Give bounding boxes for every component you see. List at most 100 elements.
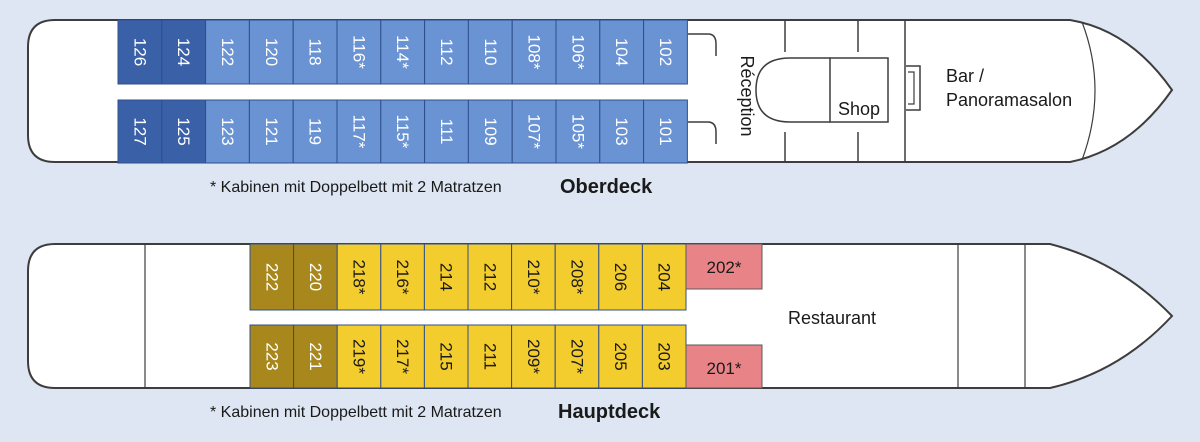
cabin-120[interactable]	[248, 19, 294, 85]
cabin-103[interactable]	[599, 99, 645, 164]
cabin-115[interactable]	[380, 99, 426, 164]
shop-label: Shop	[838, 99, 880, 119]
cabin-215-label: 215	[437, 342, 456, 370]
cabin-101[interactable]	[643, 99, 688, 164]
cabin-208[interactable]	[554, 243, 600, 311]
cabin-103-label: 103	[612, 117, 631, 145]
cabin-206[interactable]	[598, 243, 643, 311]
cabin-201-label: 201*	[707, 359, 742, 378]
cabin-124[interactable]	[161, 19, 207, 85]
cabin-205[interactable]	[598, 324, 643, 389]
cabin-112-label: 112	[437, 38, 456, 65]
oberdeck-note: * Kabinen mit Doppelbett mit 2 Matratzen	[210, 179, 502, 196]
cabin-210[interactable]	[511, 243, 556, 311]
cabin-123[interactable]	[205, 99, 250, 164]
cabin-215[interactable]	[423, 324, 469, 389]
cabin-118-label: 118	[306, 38, 325, 65]
cabin-203-label: 203	[655, 342, 674, 370]
cabin-117[interactable]	[336, 99, 382, 164]
cabin-223[interactable]	[249, 324, 295, 389]
cabin-119[interactable]	[292, 99, 338, 164]
cabin-105-label: 105*	[568, 114, 587, 149]
cabin-102-label: 102	[656, 38, 675, 66]
lobby-outline	[755, 57, 830, 123]
cabin-104-label: 104	[612, 38, 631, 66]
cabin-203[interactable]	[641, 324, 687, 389]
bar-label-line2: Panoramasalon	[946, 90, 1072, 110]
reception-divider-bottom	[688, 121, 717, 144]
cabin-202[interactable]	[685, 243, 763, 290]
cabin-209-label: 209*	[524, 339, 543, 374]
shop-box	[829, 57, 889, 123]
cabin-108[interactable]	[511, 19, 557, 85]
cabin-112[interactable]	[424, 19, 469, 85]
cabin-109-label: 109	[481, 117, 500, 145]
bar-counter-inner	[908, 71, 915, 105]
cabin-217-label: 217*	[393, 339, 412, 374]
cabin-127[interactable]	[117, 99, 163, 164]
hauptdeck-title: Hauptdeck	[558, 401, 661, 423]
cabin-204-label: 204	[655, 263, 674, 291]
cabin-122-label: 122	[218, 38, 237, 66]
cabin-217[interactable]	[380, 324, 425, 389]
cabin-107[interactable]	[511, 99, 557, 164]
cabin-201[interactable]	[685, 344, 763, 389]
cabin-205-label: 205	[611, 342, 630, 370]
cabin-126-label: 126	[130, 38, 149, 66]
cabin-106-label: 106*	[568, 35, 587, 70]
hauptdeck-note: * Kabinen mit Doppelbett mit 2 Matratzen	[210, 404, 502, 421]
cabin-219[interactable]	[336, 324, 382, 389]
cabin-121[interactable]	[248, 99, 294, 164]
cabin-121-label: 121	[262, 117, 281, 145]
cabin-221-label: 221	[306, 342, 325, 370]
cabin-108-label: 108*	[525, 35, 544, 70]
oberdeck-bow-line	[1081, 21, 1096, 161]
cabin-125[interactable]	[161, 99, 207, 164]
cabin-109[interactable]	[467, 99, 513, 164]
cabin-220-label: 220	[306, 263, 325, 291]
cabin-111-label: 111	[437, 119, 456, 145]
cabin-105[interactable]	[555, 99, 601, 164]
cabin-211-label: 211	[480, 343, 499, 370]
cabin-204[interactable]	[641, 243, 687, 311]
restaurant-label: Restaurant	[788, 308, 876, 328]
cabin-216[interactable]	[380, 243, 425, 311]
cabin-206-label: 206	[611, 263, 630, 291]
cabin-115-label: 115*	[393, 115, 412, 149]
reception-label: Réception	[737, 55, 757, 136]
cabin-124-label: 124	[174, 38, 193, 66]
cabin-208-label: 208*	[568, 260, 587, 295]
cabin-127-label: 127	[130, 117, 149, 145]
cabin-125-label: 125	[174, 117, 193, 145]
cabin-104[interactable]	[599, 19, 645, 85]
cabin-216-label: 216*	[393, 260, 412, 295]
cabin-110-label: 110	[481, 38, 500, 65]
cabin-212-label: 212	[480, 263, 499, 291]
cabin-111[interactable]	[424, 99, 469, 164]
cabin-116[interactable]	[336, 19, 382, 85]
cabin-119-label: 119	[306, 118, 325, 145]
cabin-209[interactable]	[511, 324, 556, 389]
cabin-102[interactable]	[643, 19, 688, 85]
cabin-116-label: 116*	[349, 35, 368, 69]
cabin-214-label: 214	[437, 263, 456, 291]
cabin-223-label: 223	[262, 342, 281, 370]
cabin-218-label: 218*	[350, 260, 369, 295]
cabin-114-label: 114*	[393, 35, 412, 69]
cabin-123-label: 123	[218, 117, 237, 145]
cabin-214[interactable]	[423, 243, 469, 311]
cabin-210-label: 210*	[524, 260, 543, 295]
bar-counter	[906, 65, 921, 111]
cabin-222[interactable]	[249, 243, 295, 311]
cabin-117-label: 117*	[349, 115, 368, 149]
reception-divider-top	[688, 33, 717, 56]
cabin-220[interactable]	[293, 243, 338, 311]
cabin-101-label: 101	[656, 117, 675, 145]
